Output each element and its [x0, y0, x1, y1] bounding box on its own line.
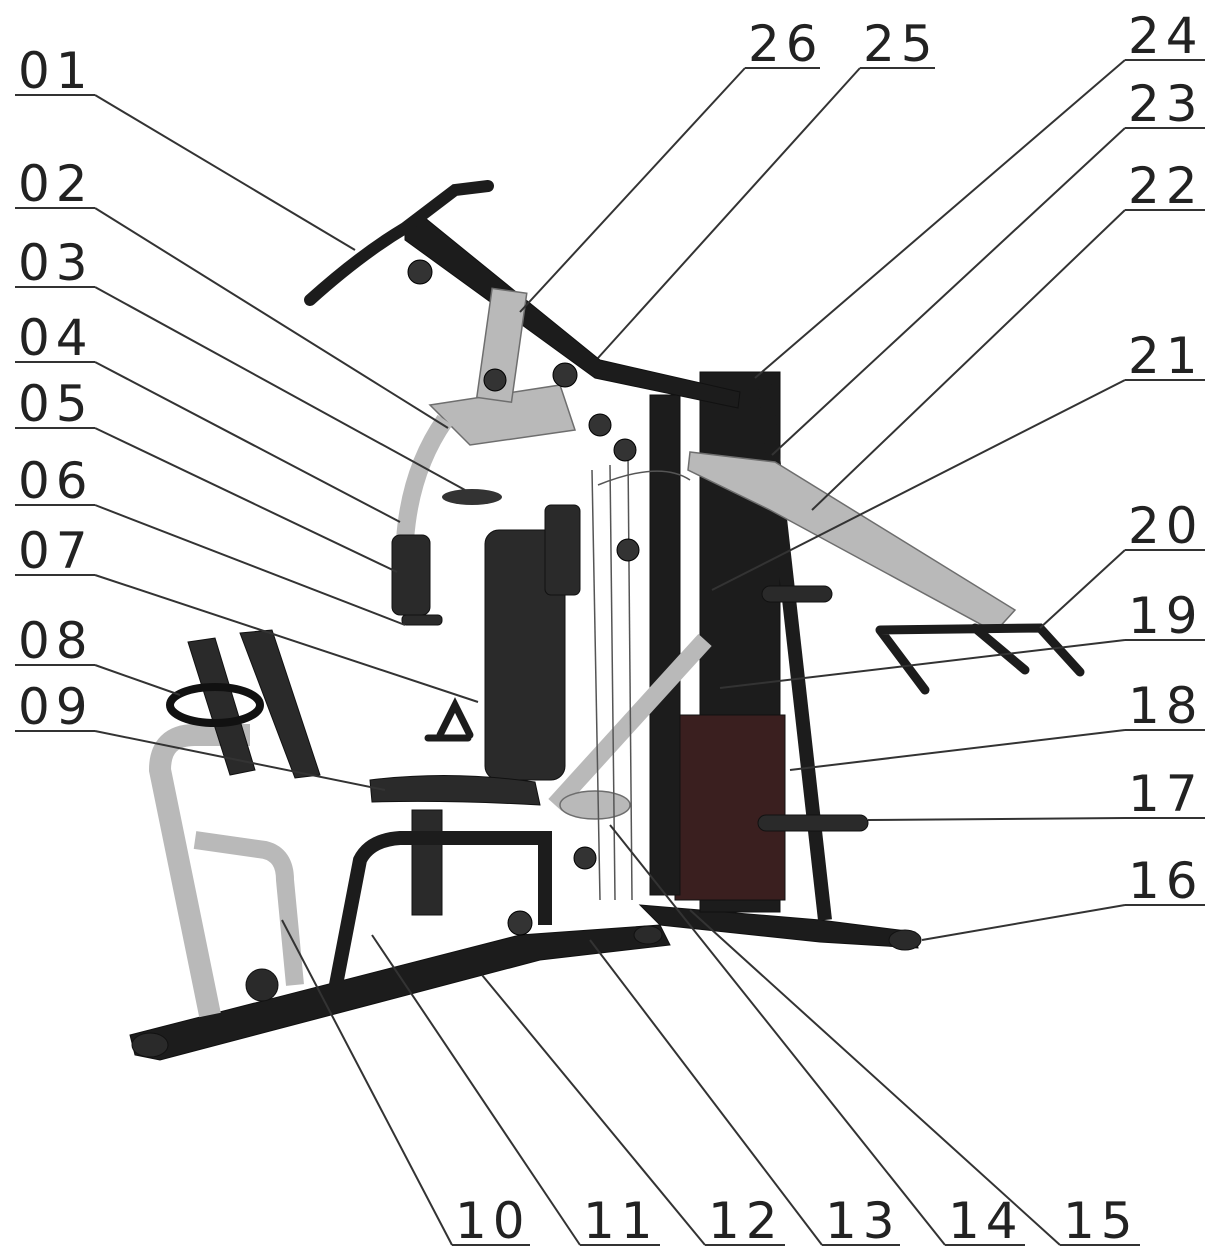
- cable-c: [609, 464, 616, 901]
- grey-curved-arm: [396, 414, 453, 541]
- leg-pad-front: [187, 637, 256, 776]
- leader-07: [94, 574, 479, 703]
- leg-roller-wheel: [245, 968, 279, 1002]
- leader-02: [94, 207, 449, 429]
- weight-stack-plates: [674, 714, 786, 901]
- leg-frame-inner: [193, 831, 304, 986]
- leader-13: [589, 939, 823, 1246]
- cable-handle-07: [424, 697, 474, 742]
- callout-21: 21: [1128, 327, 1204, 385]
- callout-23: 23: [1128, 75, 1204, 133]
- weight-holder-upper: [761, 585, 833, 603]
- callout-04: 04: [18, 309, 94, 367]
- callout-13: 13: [825, 1192, 901, 1250]
- leader-17: [867, 817, 1126, 821]
- callout-18: 18: [1128, 677, 1204, 735]
- press-handle-right: [875, 623, 1085, 695]
- leader-06: [94, 504, 406, 626]
- callout-25: 25: [863, 15, 939, 73]
- leg-pad-rear: [239, 629, 321, 779]
- callout-03: 03: [18, 234, 94, 292]
- leader-04: [94, 361, 401, 523]
- base-frame: [129, 924, 671, 1061]
- callout-22: 22: [1128, 157, 1204, 215]
- callout-07: 07: [18, 522, 94, 580]
- press-arm-pivot: [559, 790, 631, 820]
- weight-holder-lower: [757, 814, 869, 832]
- callout-02: 02: [18, 155, 94, 213]
- callout-09: 09: [18, 678, 94, 736]
- callout-20: 20: [1128, 497, 1204, 555]
- backrest-upper: [544, 504, 581, 596]
- callout-06: 06: [18, 452, 94, 510]
- leader-09: [94, 730, 386, 791]
- callout-16: 16: [1128, 852, 1204, 910]
- lat-bar-pulley: [407, 259, 433, 285]
- leader-12: [481, 974, 706, 1246]
- callout-19: 19: [1128, 587, 1204, 645]
- front-upright: [649, 394, 681, 896]
- leader-18: [789, 729, 1126, 771]
- base-foot-front: [131, 1032, 169, 1058]
- pulley-mid-1: [588, 413, 612, 437]
- leader-23: [771, 127, 1126, 456]
- pulley-top-1: [552, 362, 578, 388]
- handle-05: [401, 614, 443, 626]
- leader-25: [597, 67, 861, 359]
- leader-22: [811, 209, 1126, 511]
- leg-handle-ring: [166, 683, 264, 727]
- callout-10: 10: [455, 1192, 531, 1250]
- grey-press-frame: [428, 384, 576, 446]
- callout-01: 01: [18, 42, 94, 100]
- callout-05: 05: [18, 375, 94, 433]
- backrest-pad: [484, 529, 566, 781]
- leader-08: [94, 664, 181, 696]
- pulley-top-2: [483, 368, 507, 392]
- leader-21: [711, 379, 1126, 591]
- leader-20: [1039, 549, 1126, 629]
- leader-15: [689, 909, 1061, 1246]
- leader-16: [921, 904, 1126, 941]
- base-foot-center: [633, 925, 663, 945]
- leader-03: [94, 286, 466, 491]
- pec-pad-left: [391, 534, 431, 616]
- lat-pulldown-bar: [304, 180, 494, 306]
- leader-14: [609, 824, 946, 1246]
- cable-d: [597, 470, 691, 486]
- leader-19: [719, 639, 1126, 689]
- callout-15: 15: [1063, 1192, 1139, 1250]
- home-gym-machine: [129, 180, 1085, 1061]
- leader-26: [519, 67, 746, 313]
- pulley-mid-2: [613, 438, 637, 462]
- cable-b: [627, 454, 633, 901]
- callout-26: 26: [748, 15, 824, 73]
- callout-17: 17: [1128, 765, 1204, 823]
- leader-lines: [15, 59, 1205, 1246]
- callout-11: 11: [583, 1192, 659, 1250]
- seat-frame: [328, 831, 552, 992]
- callout-12: 12: [708, 1192, 784, 1250]
- seat-pad: [369, 774, 541, 806]
- cable-a: [591, 469, 601, 901]
- pulley-low-1: [507, 910, 533, 936]
- leader-05: [94, 427, 398, 573]
- seat-post: [411, 809, 443, 916]
- leader-11: [371, 934, 581, 1246]
- callout-labels: 01 02 03 04 05 06 07 08 09 10 11 12 13 1…: [18, 7, 1204, 1250]
- grey-disc: [442, 489, 502, 505]
- leader-01: [94, 94, 356, 251]
- callout-08: 08: [18, 612, 94, 670]
- pulley-mid-3: [616, 538, 640, 562]
- base-foot-rear: [888, 929, 922, 951]
- callout-14: 14: [948, 1192, 1024, 1250]
- leader-10: [281, 919, 453, 1246]
- leader-24: [754, 59, 1126, 379]
- pulley-low-2: [573, 846, 597, 870]
- leg-frame-grey: [148, 724, 250, 1018]
- top-beam: [404, 217, 741, 409]
- callout-24: 24: [1128, 7, 1204, 65]
